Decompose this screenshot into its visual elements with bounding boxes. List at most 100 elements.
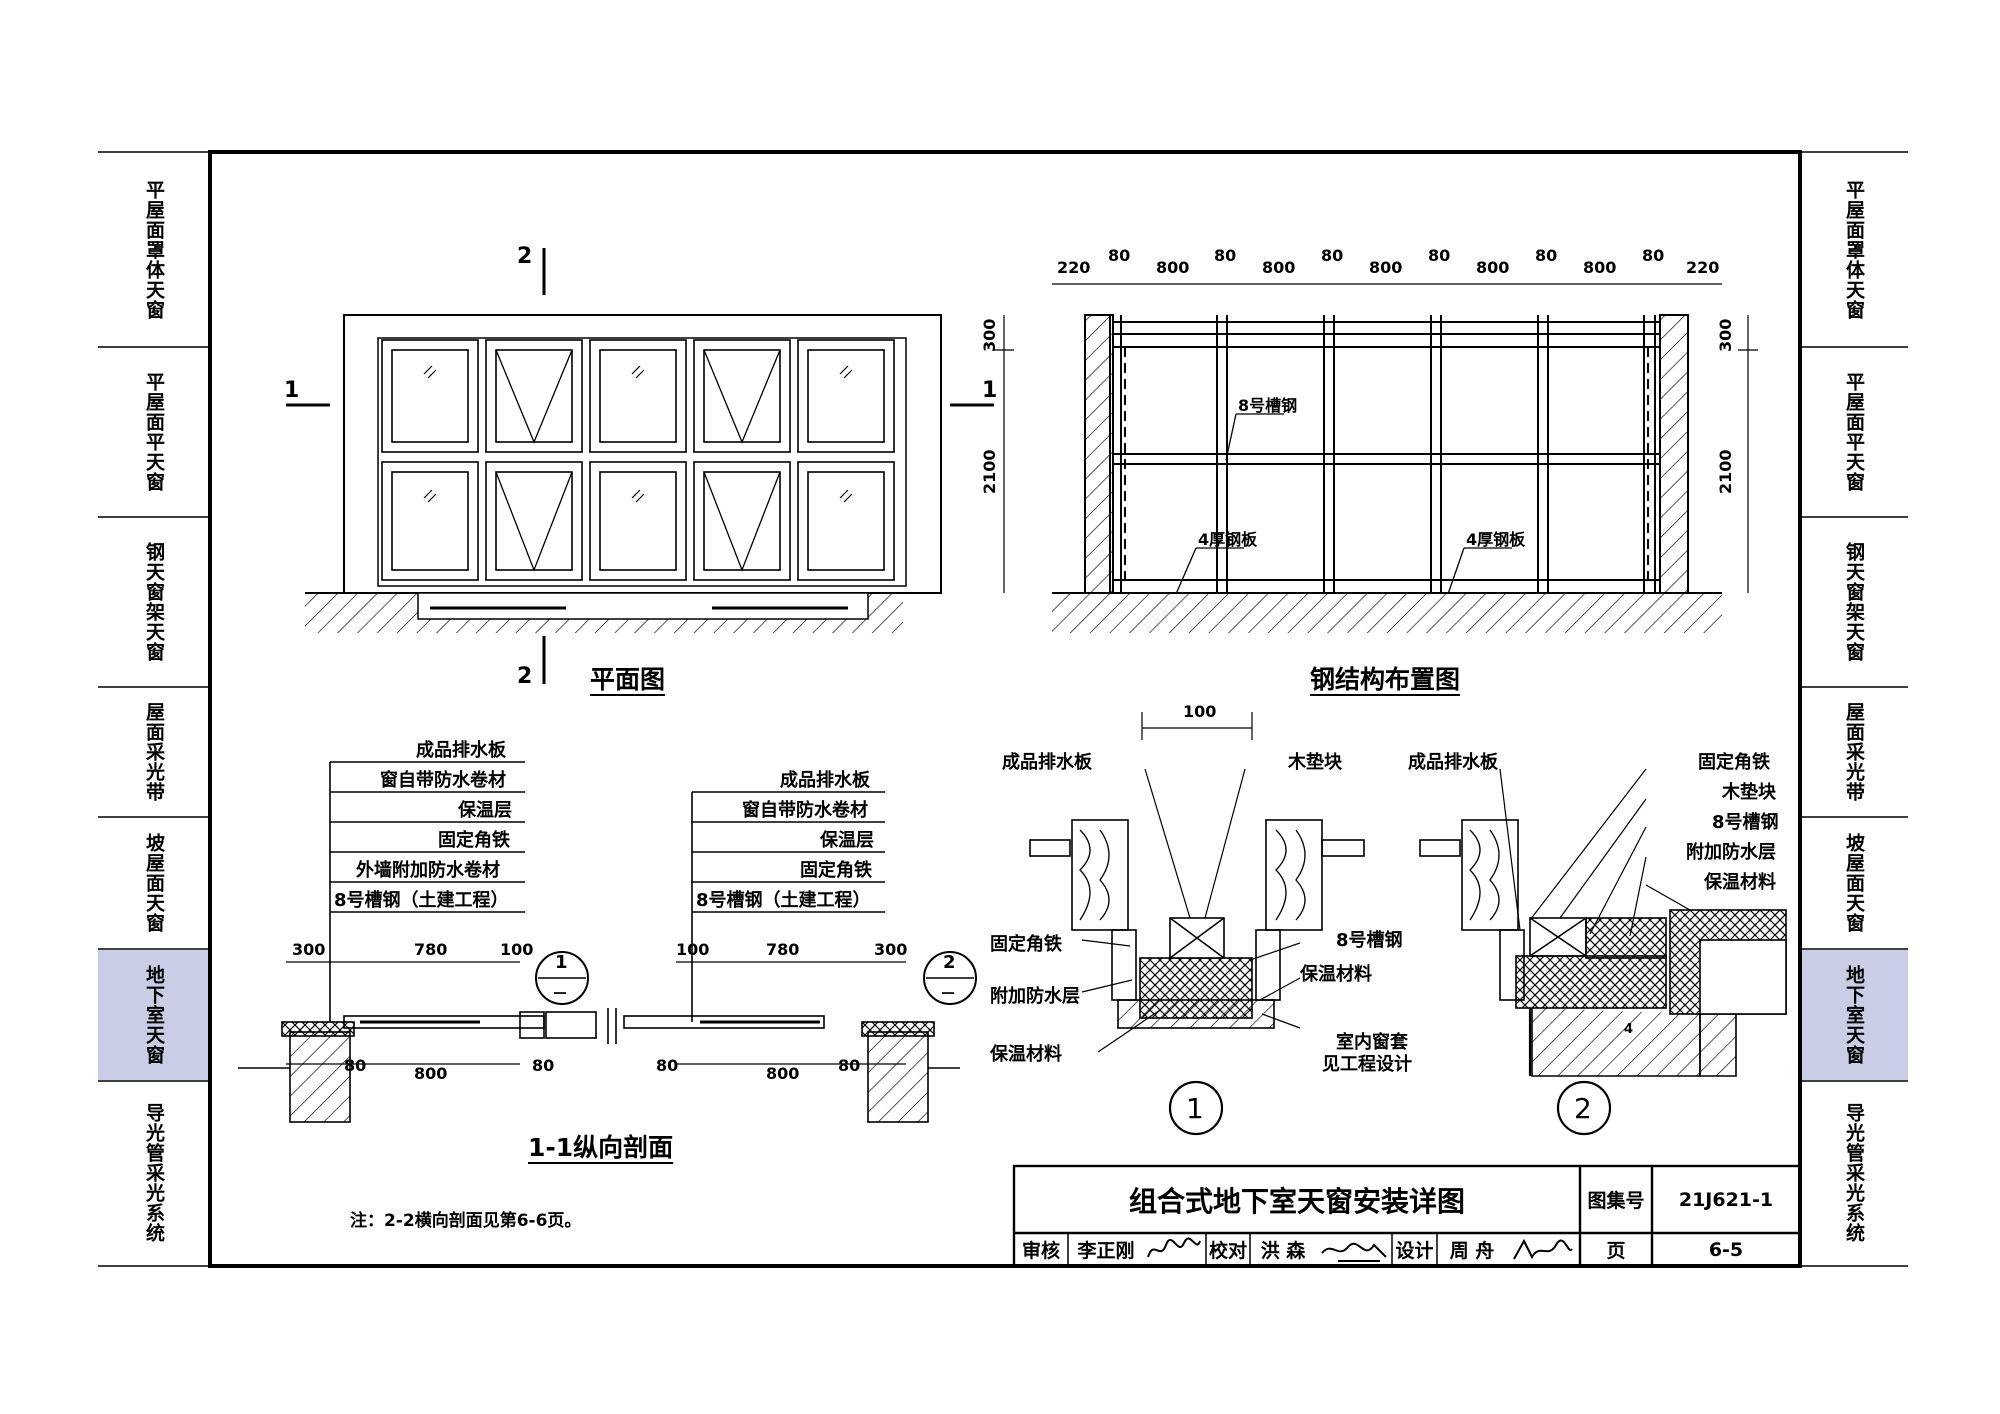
title-block-atlas-label: 图集号 [1587, 1190, 1645, 1212]
steel-dim-9: 80 [1535, 246, 1558, 265]
detail1-label-see-design: 见工程设计 [1322, 1054, 1412, 1075]
right-tab-5-active[interactable]: 地下室天窗 [1800, 950, 1908, 1080]
steel-dim-6: 800 [1369, 258, 1403, 277]
detail1-label-wood-block: 木垫块 [1288, 752, 1342, 773]
steel-dim-2: 800 [1156, 258, 1190, 277]
sec11-left-top-dim-1: 780 [414, 940, 448, 959]
detail2-label-extra-waterproof: 附加防水层 [1686, 842, 1776, 863]
detail-ref-2-sheet: － [940, 984, 957, 1003]
steel-dim-8: 800 [1476, 258, 1510, 277]
steel-right-dim-2100: 2100 [1716, 449, 1735, 494]
left-tab-4[interactable]: 坡屋面天窗 [143, 833, 165, 933]
detail1-label-channel: 8号槽钢 [1336, 930, 1403, 951]
title-block-title: 组合式地下室天窗安装详图 [1128, 1184, 1465, 1218]
detail2-label-insulation: 保温材料 [1704, 872, 1776, 893]
title-block-page-label: 页 [1606, 1240, 1626, 1262]
left-tab-1[interactable]: 平屋面平天窗 [143, 372, 165, 492]
title-block-design-signature [1513, 1238, 1573, 1260]
plan-view [286, 248, 994, 684]
steel-dim-12: 220 [1686, 258, 1720, 277]
detail2-number: 2 [1574, 1092, 1592, 1125]
title-block-review-label: 审核 [1021, 1240, 1060, 1262]
title-block-page-no: 6-5 [1708, 1238, 1744, 1261]
sec11-right-label-0: 成品排水板 [780, 770, 870, 791]
sec11-left-label-1: 窗自带防水卷材 [380, 770, 506, 791]
plan-title: 平面图 [590, 665, 666, 694]
detail1-number: 1 [1186, 1092, 1204, 1125]
sec11-right-top-dim-0: 100 [676, 940, 710, 959]
plan-section-mark-2-bottom: 2 [517, 664, 533, 689]
detail1-dim-100: 100 [1183, 702, 1217, 721]
right-tab-0[interactable]: 平屋面罩体天窗 [1843, 179, 1865, 320]
plan-section-mark-1-right: 1 [982, 378, 998, 403]
sec11-right-label-1: 窗自带防水卷材 [742, 800, 868, 821]
detail1-label-angle: 固定角铁 [990, 934, 1062, 955]
sec11-right-bottom-dim-0: 80 [656, 1056, 679, 1075]
detail-1 [1029, 712, 1365, 1136]
steel-right-dim-300: 300 [1716, 318, 1735, 352]
title-block-lines [1012, 1164, 1802, 1268]
left-tab-0[interactable]: 平屋面罩体天窗 [143, 179, 165, 320]
right-tab-2[interactable]: 钢天窗架天窗 [1843, 542, 1865, 662]
plan-section-mark-2-top: 2 [517, 244, 533, 269]
title-block-design-label: 设计 [1395, 1240, 1434, 1262]
sec11-right-label-2: 保温层 [820, 830, 874, 851]
title-block-review-signature [1147, 1237, 1201, 1258]
steel-left-dim-2100: 2100 [980, 449, 999, 494]
steel-plate-label-1: 4厚钢板 [1198, 530, 1258, 549]
title-block-check-signature [1321, 1242, 1387, 1262]
sec11-left-label-0: 成品排水板 [416, 740, 506, 761]
detail1-label-insulation-right: 保温材料 [1300, 964, 1372, 985]
detail-ref-1-num: 1 [555, 952, 568, 973]
steel-plate-label-2: 4厚钢板 [1466, 530, 1526, 549]
left-tab-5-active[interactable]: 地下室天窗 [98, 950, 210, 1080]
detail2-label-wood-block: 木垫块 [1722, 782, 1776, 803]
sec11-left-bottom-dim-1: 800 [414, 1064, 448, 1083]
sec11-right-top-dim-1: 780 [766, 940, 800, 959]
right-tab-3[interactable]: 屋面采光带 [1843, 702, 1865, 802]
sec11-right-top-dim-2: 300 [874, 940, 908, 959]
sec11-left-top-dim-2: 100 [500, 940, 534, 959]
main-frame [208, 150, 1802, 1268]
sec11-left-label-2: 保温层 [458, 800, 512, 821]
left-tab-3[interactable]: 屋面采光带 [143, 702, 165, 802]
steel-dim-5: 80 [1321, 246, 1344, 265]
left-tab-2[interactable]: 钢天窗架天窗 [143, 542, 165, 662]
detail2-label-drain-board: 成品排水板 [1408, 752, 1498, 773]
sec11-left-top-dim-0: 300 [292, 940, 326, 959]
detail1-label-insulation-left: 保温材料 [990, 1044, 1062, 1065]
right-tab-1[interactable]: 平屋面平天窗 [1843, 372, 1865, 492]
title-block-check-label: 校对 [1208, 1240, 1247, 1262]
sec11-left-bottom-dim-2: 80 [532, 1056, 555, 1075]
section-1-1 [238, 761, 977, 1123]
sec11-right-label-4: 8号槽钢（土建工程） [696, 890, 871, 911]
section11-title: 1-1纵向剖面 [528, 1133, 674, 1162]
steel-dim-0: 220 [1057, 258, 1091, 277]
plan-section-mark-1-left: 1 [284, 378, 300, 403]
title-block-check-name: 洪 森 [1260, 1240, 1306, 1262]
steel-dim-7: 80 [1428, 246, 1451, 265]
detail2-label-angle: 固定角铁 [1698, 752, 1770, 773]
side-tab-rules [98, 151, 1908, 1267]
right-tab-4[interactable]: 坡屋面天窗 [1843, 833, 1865, 933]
sec11-right-bottom-dim-1: 800 [766, 1064, 800, 1083]
steel-channel-label: 8号槽钢 [1238, 396, 1298, 415]
detail1-label-extra-waterproof: 附加防水层 [990, 986, 1080, 1007]
detail2-label-channel: 8号槽钢 [1712, 812, 1779, 833]
sec11-left-bottom-dim-0: 80 [344, 1056, 367, 1075]
sec11-right-bottom-dim-2: 80 [838, 1056, 861, 1075]
steel-dim-10: 800 [1583, 258, 1617, 277]
detail1-label-drain-board: 成品排水板 [1002, 752, 1092, 773]
sec11-left-label-4: 外墙附加防水卷材 [356, 860, 500, 881]
sheet-note: 注：2-2横向剖面见第6-6页。 [350, 1211, 582, 1231]
detail-ref-2-num: 2 [943, 952, 956, 973]
steel-dim-4: 800 [1262, 258, 1296, 277]
right-tab-6[interactable]: 导光管采光系统 [1843, 1103, 1865, 1243]
detail1-label-interior-trim: 室内窗套 [1336, 1032, 1408, 1053]
sec11-left-label-3: 固定角铁 [438, 830, 510, 851]
left-tab-6[interactable]: 导光管采光系统 [143, 1103, 165, 1243]
steel-left-dim-300: 300 [980, 318, 999, 352]
steel-structure [994, 283, 1758, 633]
steel-dim-1: 80 [1108, 246, 1131, 265]
